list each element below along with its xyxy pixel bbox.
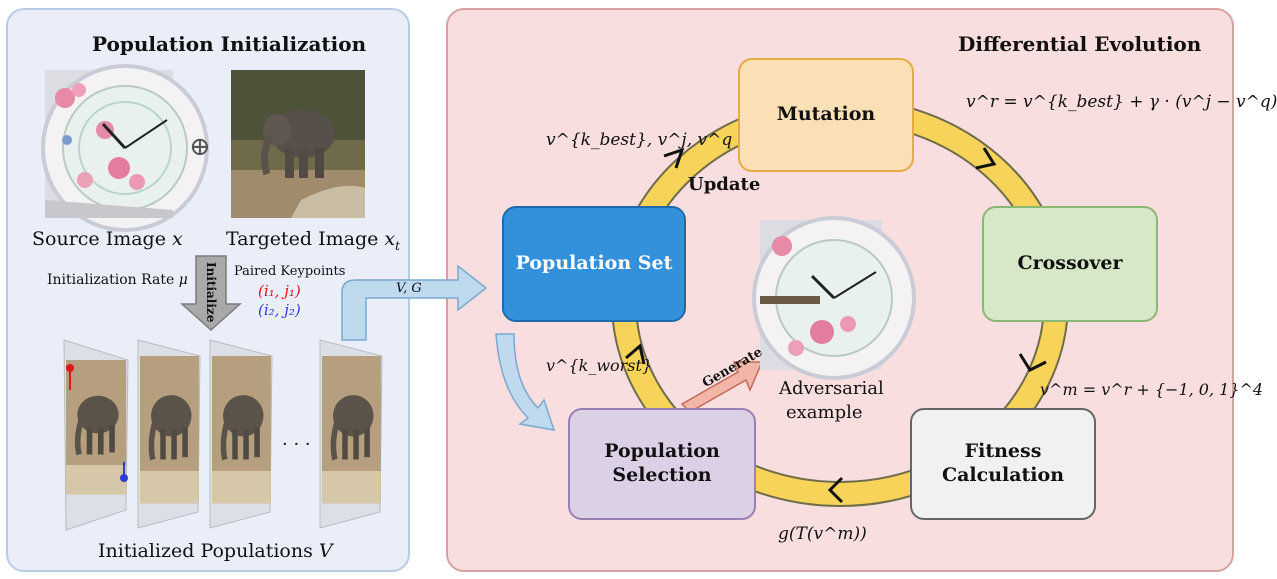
worst-vector-equation: v^{k_worst} — [546, 356, 653, 375]
adversarial-label-line1: Adversarial — [779, 378, 884, 399]
crossover-node: Crossover — [982, 206, 1158, 322]
chevron-icon — [975, 147, 997, 170]
initialized-population-cards — [0, 339, 1241, 531]
right-panel-title: Differential Evolution — [958, 32, 1202, 56]
targeted-image — [231, 70, 365, 218]
flow-label: V, G — [396, 281, 422, 296]
population-card-3 — [210, 339, 272, 529]
adversarial-example-image — [752, 216, 916, 380]
generate-arrow-icon — [680, 361, 764, 413]
targeted-image-label: Targeted Image xt — [226, 228, 400, 253]
bent-arrow-icon — [341, 264, 488, 341]
left-panel-title: Population Initialization — [92, 32, 367, 56]
population-selection-node: Population Selection — [568, 408, 756, 520]
curved-arrow-icon — [495, 333, 556, 431]
update-label: Update — [688, 174, 761, 195]
keypoint-pair-2: (i₂, j₂) — [258, 301, 301, 319]
population-card-1 — [64, 339, 128, 531]
initialize-label: Initialize — [204, 262, 218, 323]
initialized-populations-label: Initialized Populations V — [98, 540, 333, 562]
crossover-equation: v^m = v^r + {−1, 0, 1}^4 — [1040, 380, 1264, 399]
mutation-node: Mutation — [738, 58, 914, 172]
population-card-4 — [320, 339, 382, 529]
population-card-2 — [138, 339, 200, 529]
source-image-label: Source Image x — [32, 228, 183, 250]
fitness-calculation-node: Fitness Calculation — [910, 408, 1096, 520]
selected-vectors-equation: v^{k_best}, v^j, v^q — [546, 130, 733, 150]
fitness-equation: g(T(v^m)) — [778, 524, 867, 544]
chevron-icon — [1018, 353, 1047, 372]
plus-circle-icon: ⊕ — [189, 132, 211, 162]
keypoint-pair-1: (i₁, j₁) — [258, 282, 301, 300]
adversarial-label-line2: example — [786, 402, 863, 423]
chevron-icon — [663, 147, 685, 169]
population-set-node: Population Set — [502, 206, 686, 322]
source-image — [41, 64, 209, 232]
chevron-icon — [625, 343, 646, 365]
chevron-icon — [827, 476, 844, 504]
paired-keypoints-label: Paired Keypoints — [234, 264, 346, 279]
population-ellipsis: · · · — [282, 434, 311, 455]
mutation-equation: v^r = v^{k_best} + γ · (v^j − v^q) — [966, 92, 1277, 112]
